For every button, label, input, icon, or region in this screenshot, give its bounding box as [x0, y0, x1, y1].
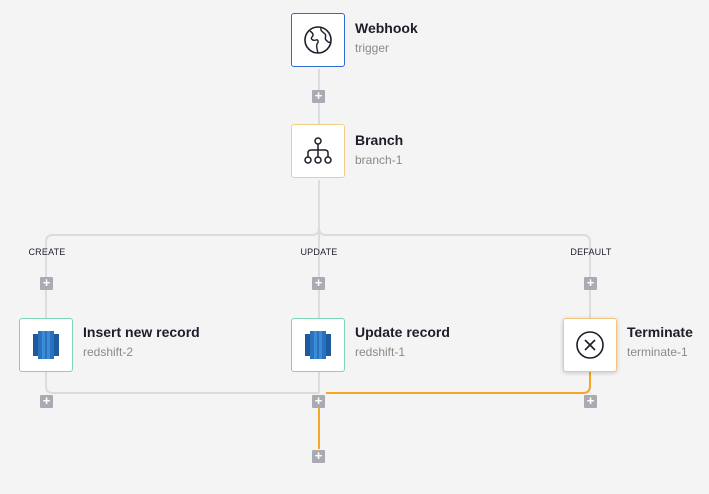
- insert-record-title: Insert new record: [83, 324, 200, 340]
- connector-insert-merge: [45, 372, 319, 394]
- connector-branch-default: [318, 227, 591, 318]
- branch-label-update: UPDATE: [300, 247, 338, 257]
- close-circle-icon: [576, 331, 604, 359]
- webhook-subtitle: trigger: [355, 41, 390, 55]
- add-step-create-branch-button[interactable]: [40, 277, 53, 290]
- add-step-after-insert-button[interactable]: [40, 395, 53, 408]
- add-step-default-branch-button[interactable]: [584, 277, 597, 290]
- add-step-update-branch-button[interactable]: [312, 277, 325, 290]
- branch-label-create: CREATE: [28, 247, 66, 257]
- redshift-icon: [33, 331, 59, 359]
- connector-terminate-merge: [326, 372, 591, 394]
- add-step-after-webhook-button[interactable]: [312, 90, 325, 103]
- terminate-title: Terminate: [627, 324, 693, 340]
- terminate-node[interactable]: [563, 318, 617, 372]
- add-step-after-terminate-button[interactable]: [584, 395, 597, 408]
- redshift-icon: [305, 331, 331, 359]
- add-step-after-update-button[interactable]: [312, 395, 325, 408]
- branch-label-default: DEFAULT: [570, 247, 612, 257]
- terminate-subtitle: terminate-1: [627, 345, 688, 359]
- branch-subtitle: branch-1: [355, 153, 403, 167]
- webhook-node[interactable]: [291, 13, 345, 67]
- update-record-subtitle: redshift-1: [355, 345, 406, 359]
- update-record-node[interactable]: [291, 318, 345, 372]
- branch-title: Branch: [355, 132, 404, 148]
- insert-record-node[interactable]: [19, 318, 73, 372]
- branch-node[interactable]: [291, 124, 345, 178]
- insert-record-subtitle: redshift-2: [83, 345, 134, 359]
- add-step-after-merge-button[interactable]: [312, 450, 325, 463]
- update-record-title: Update record: [355, 324, 450, 340]
- webhook-title: Webhook: [355, 20, 418, 36]
- connector-branch-split: [45, 180, 320, 318]
- branch-tree-icon: [304, 137, 332, 164]
- globe-icon: [304, 26, 332, 54]
